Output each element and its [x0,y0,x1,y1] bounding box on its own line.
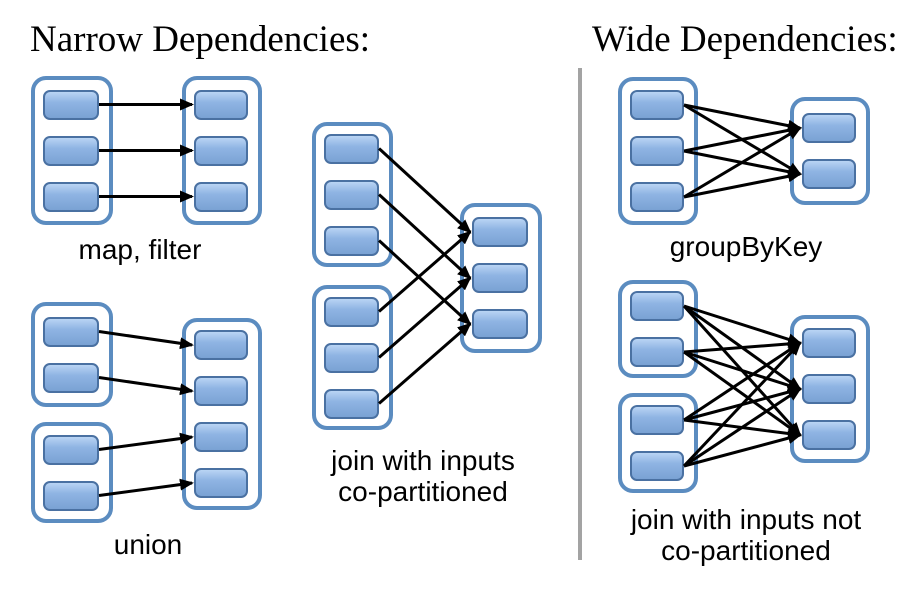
partition [630,182,684,212]
partition [43,480,99,511]
partition [630,451,684,481]
join-co-partitioned-rdd-container [312,285,393,430]
wide-dependencies-title: Wide Dependencies: [592,19,898,60]
partition [194,330,248,360]
map-filter-rdd-container [182,76,262,225]
partition [802,159,856,189]
partition [630,405,684,435]
join-not-co-partitioned-rdd-container [790,315,870,463]
partition [324,179,379,210]
join-co-partitioned-rdd-container [460,203,542,353]
partition [630,136,684,166]
map-filter-label: map, filter [78,234,202,265]
map-filter-rdd-container [31,76,113,225]
partition [324,225,379,256]
partition [324,296,379,327]
partition [194,89,248,120]
partition [194,135,248,166]
partition [472,309,528,339]
join-co-partitioned-rdd-container [312,122,393,267]
partition [43,434,99,465]
partition [630,90,684,120]
section-divider [578,68,582,560]
partition [43,316,99,347]
partition [43,89,99,120]
union-rdd-container [31,422,113,523]
partition [194,181,248,212]
group-by-key-rdd-container [618,77,698,225]
partition [802,420,856,450]
join-not-co-partitioned-rdd-container [618,280,698,378]
partition [194,468,248,498]
partition [194,376,248,406]
partition [324,388,379,419]
join-not-co-partitioned-rdd-container [618,393,698,493]
partition [472,217,528,247]
partition [802,113,856,143]
partition [43,135,99,166]
partition [43,181,99,212]
narrow-dependencies-title: Narrow Dependencies: [30,19,371,60]
partition [472,263,528,293]
group-by-key-rdd-container [790,97,870,205]
group-by-key-label: groupByKey [669,231,823,262]
partition [43,362,99,393]
union-rdd-container [182,318,262,510]
partition [630,337,684,367]
union-rdd-container [31,302,113,407]
partition [324,133,379,164]
partition [802,374,856,404]
partition [324,342,379,373]
union-label: union [113,529,183,560]
partition [630,291,684,321]
partition [194,422,248,452]
partition [802,328,856,358]
